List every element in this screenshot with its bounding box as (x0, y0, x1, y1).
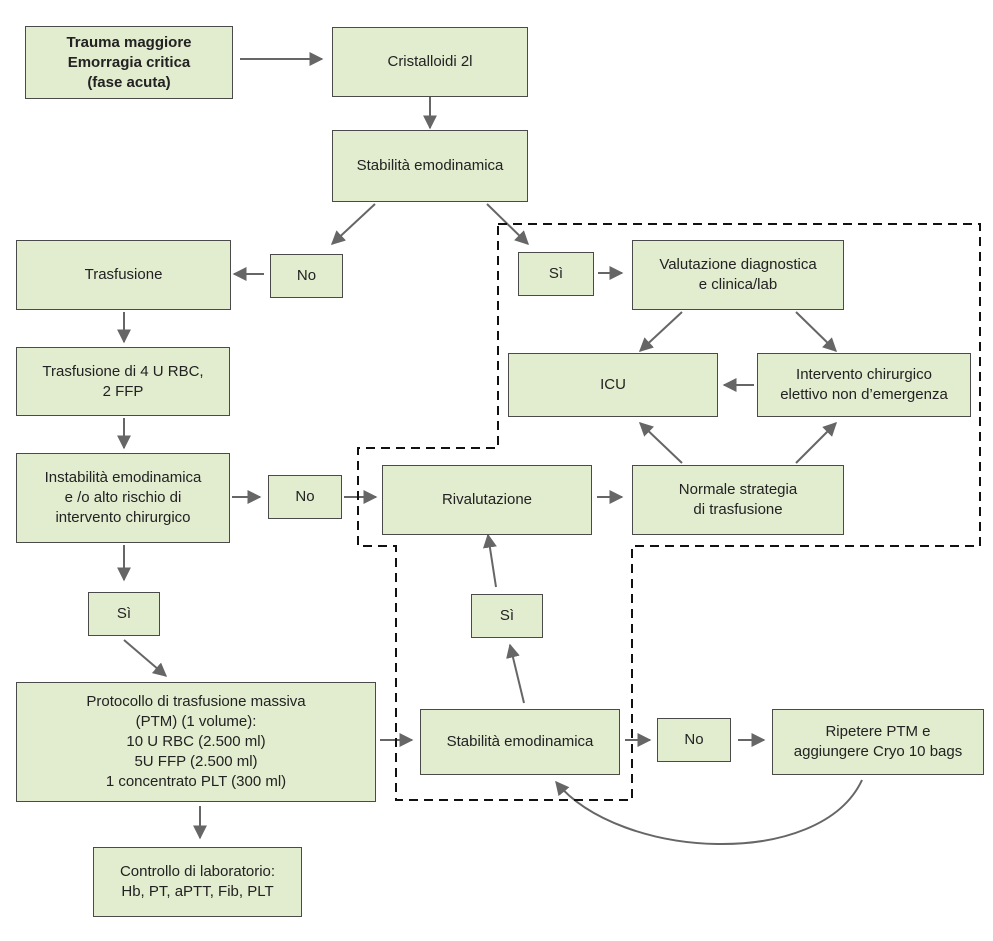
valutazione-box: Valutazione diagnostica e clinica/lab (632, 240, 844, 310)
node-text-line: Trasfusione (84, 266, 163, 283)
no-box-1: No (270, 254, 343, 298)
node-text-line: Normale strategia (678, 481, 798, 498)
node-text-line: 10 U RBC (2.500 ml) (126, 733, 266, 750)
arrow-ripetere-stabilita2 (555, 779, 863, 845)
node-text-line: Trauma maggiore (66, 33, 192, 51)
arrow-stabilita-no (330, 203, 376, 245)
node-text-line: 2 FFP (102, 382, 144, 400)
node-text-line: Rivalutazione (441, 491, 533, 508)
node-text-line: Trasfusione di 4 U RBC, (42, 362, 204, 380)
node-text-line: No (296, 267, 317, 284)
arrow-si-rivalutazione (482, 533, 497, 588)
node-text-line: Sì (499, 607, 515, 624)
node-text-line: Sì (548, 265, 564, 282)
ptm-protocol-box: Protocollo di trasfusione massiva (PTM) (… (16, 682, 376, 802)
node-text-line: (fase acuta) (87, 73, 171, 91)
cristalloidi-box: Cristalloidi 2l (332, 27, 528, 97)
node-text-line: aggiungere Cryo 10 bags (793, 743, 963, 760)
node-text-line: Sì (116, 605, 132, 622)
si-box-2: Sì (88, 592, 160, 636)
node-text-line: Valutazione diagnostica (659, 256, 817, 273)
rivalutazione-box: Rivalutazione (382, 465, 592, 535)
si-box-3: Sì (471, 594, 543, 638)
arrow-stabilita2-si (506, 643, 525, 704)
intervento-chirurgico-box: Intervento chirurgico elettivo non d’emer… (757, 353, 971, 417)
node-text-line: No (295, 488, 315, 505)
no-box-3: No (657, 718, 731, 762)
no-box-2: No (268, 475, 342, 519)
arrow-valutazione-icu (638, 311, 683, 352)
stabilita-emodinamica-box-2: Stabilità emodinamica (420, 709, 620, 775)
node-text-line: (PTM) (1 volume): (135, 713, 257, 730)
instabilita-box: Instabilità emodinamica e /o alto rischio… (16, 453, 230, 543)
node-text-line: Stabilità emodinamica (446, 733, 594, 750)
arrow-stabilita-si (486, 203, 530, 245)
normale-strategia-box: Normale strategia di trasfusione (632, 465, 844, 535)
node-text-line: Emorragia critica (67, 53, 191, 71)
node-text-line: Cristalloidi 2l (387, 53, 473, 70)
node-text-line: ICU (600, 376, 626, 393)
arrow-normale-intervento (795, 422, 837, 464)
node-text-line: Ripetere PTM e (825, 723, 931, 740)
node-text-line: intervento chirurgico (55, 509, 191, 526)
stabilita-emodinamica-box: Stabilità emodinamica (332, 130, 528, 202)
node-text-line: 5U FFP (2.500 ml) (134, 753, 258, 770)
node-text-line: No (684, 731, 704, 748)
node-text-line: elettivo non d’emergenza (780, 386, 948, 403)
arrow-normale-icu (638, 422, 683, 464)
controllo-laboratorio-box: Controllo di laboratorio: Hb, PT, aPTT, F… (93, 847, 302, 917)
node-text-line: 1 concentrato PLT (300 ml) (105, 773, 287, 790)
trasfusione-4u-box: Trasfusione di 4 U RBC, 2 FFP (16, 347, 230, 416)
arrow-si-ptm (123, 639, 168, 677)
dashed-region-boundary (357, 223, 981, 801)
node-text-line: Intervento chirurgico (796, 366, 932, 383)
icu-box: ICU (508, 353, 718, 417)
node-text-line: Protocollo di trasfusione massiva (86, 693, 306, 710)
node-text-line: e clinica/lab (698, 276, 778, 293)
ripetere-ptm-box: Ripetere PTM e aggiungere Cryo 10 bags (772, 709, 984, 775)
node-text-line: Hb, PT, aPTT, Fib, PLT (121, 883, 274, 900)
si-box-1: Sì (518, 252, 594, 296)
node-text-line: Instabilità emodinamica (44, 469, 202, 486)
node-text-line: Stabilità emodinamica (356, 157, 504, 174)
node-text-line: di trasfusione (693, 501, 783, 518)
node-text-line: Controllo di laboratorio: (119, 863, 276, 880)
arrow-valutazione-intervento (795, 311, 838, 352)
trasfusione-box: Trasfusione (16, 240, 231, 310)
node-text-line: e /o alto rischio di (64, 489, 182, 506)
